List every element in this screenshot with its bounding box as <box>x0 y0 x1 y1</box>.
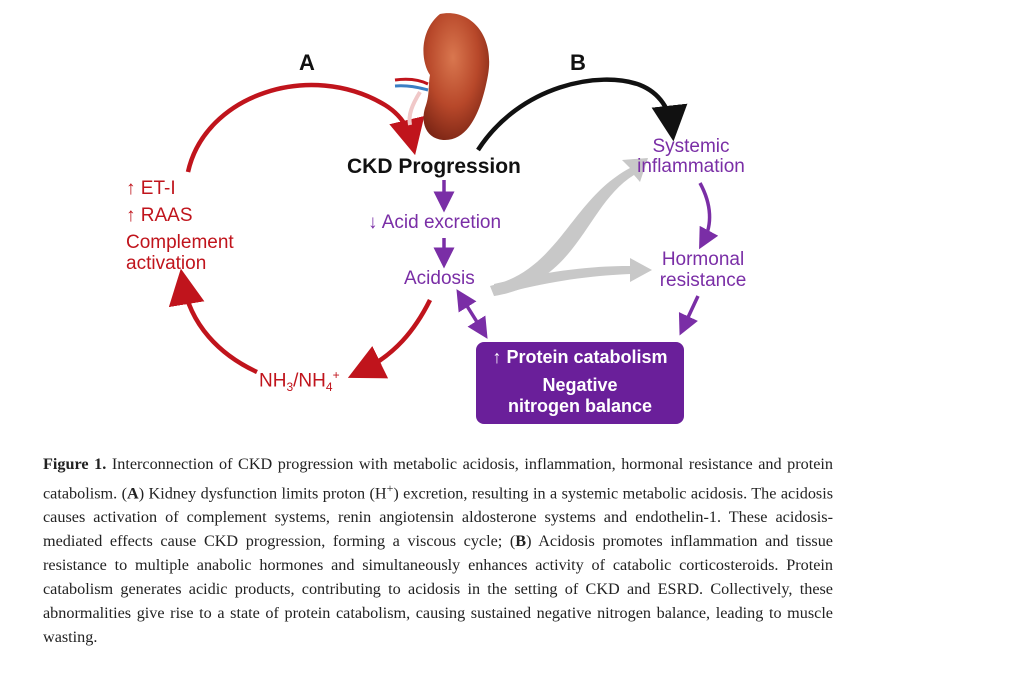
activation-label: activation <box>126 253 207 274</box>
hormonal-label: Hormonal <box>661 249 745 270</box>
diagram-arrows <box>168 13 719 379</box>
kidney-icon <box>394 13 490 140</box>
ckd-progression-label: CKD Progression <box>347 155 521 178</box>
ckd-diagram: A B CKD Progression ↓ Acid excretion Aci… <box>126 13 747 424</box>
gray-arrow-inflammation <box>490 158 648 296</box>
box-line-1: ↑ Protein catabolism <box>492 347 668 367</box>
caption-label: Figure 1. <box>43 455 107 473</box>
arrow-hormonal-box <box>678 295 700 336</box>
et1-label: ↑ ET-I <box>126 178 176 199</box>
nh3-nh4-label: NH3/NH4+ <box>259 368 340 395</box>
arrow-acidosis-box <box>456 289 488 339</box>
complement-label: Complement <box>126 232 234 253</box>
acidosis-label: Acidosis <box>404 268 475 289</box>
box-line-2: Negative <box>542 375 618 395</box>
figure-caption: Figure 1. Interconnection of CKD progres… <box>43 455 834 647</box>
acid-excretion-label: ↓ Acid excretion <box>368 212 502 233</box>
box-line-3: nitrogen balance <box>507 396 653 416</box>
raas-label: ↑ RAAS <box>126 205 193 226</box>
protein-catabolism-box: ↑ Protein catabolism Negative nitrogen b… <box>476 342 684 424</box>
panel-a-label: A <box>299 50 315 75</box>
panel-b-label: B <box>570 50 586 75</box>
inflammation-label: inflammation <box>637 156 745 177</box>
arrow-a-left <box>168 268 258 375</box>
resistance-label: resistance <box>659 270 747 291</box>
arrow-a-top <box>185 82 425 173</box>
arrow-infl-hormonal <box>698 182 719 250</box>
gray-arrow-hormonal <box>494 258 652 296</box>
arrow-b-top <box>476 77 688 152</box>
arrow-a-down <box>347 298 433 379</box>
systemic-label: Systemic <box>652 136 730 157</box>
